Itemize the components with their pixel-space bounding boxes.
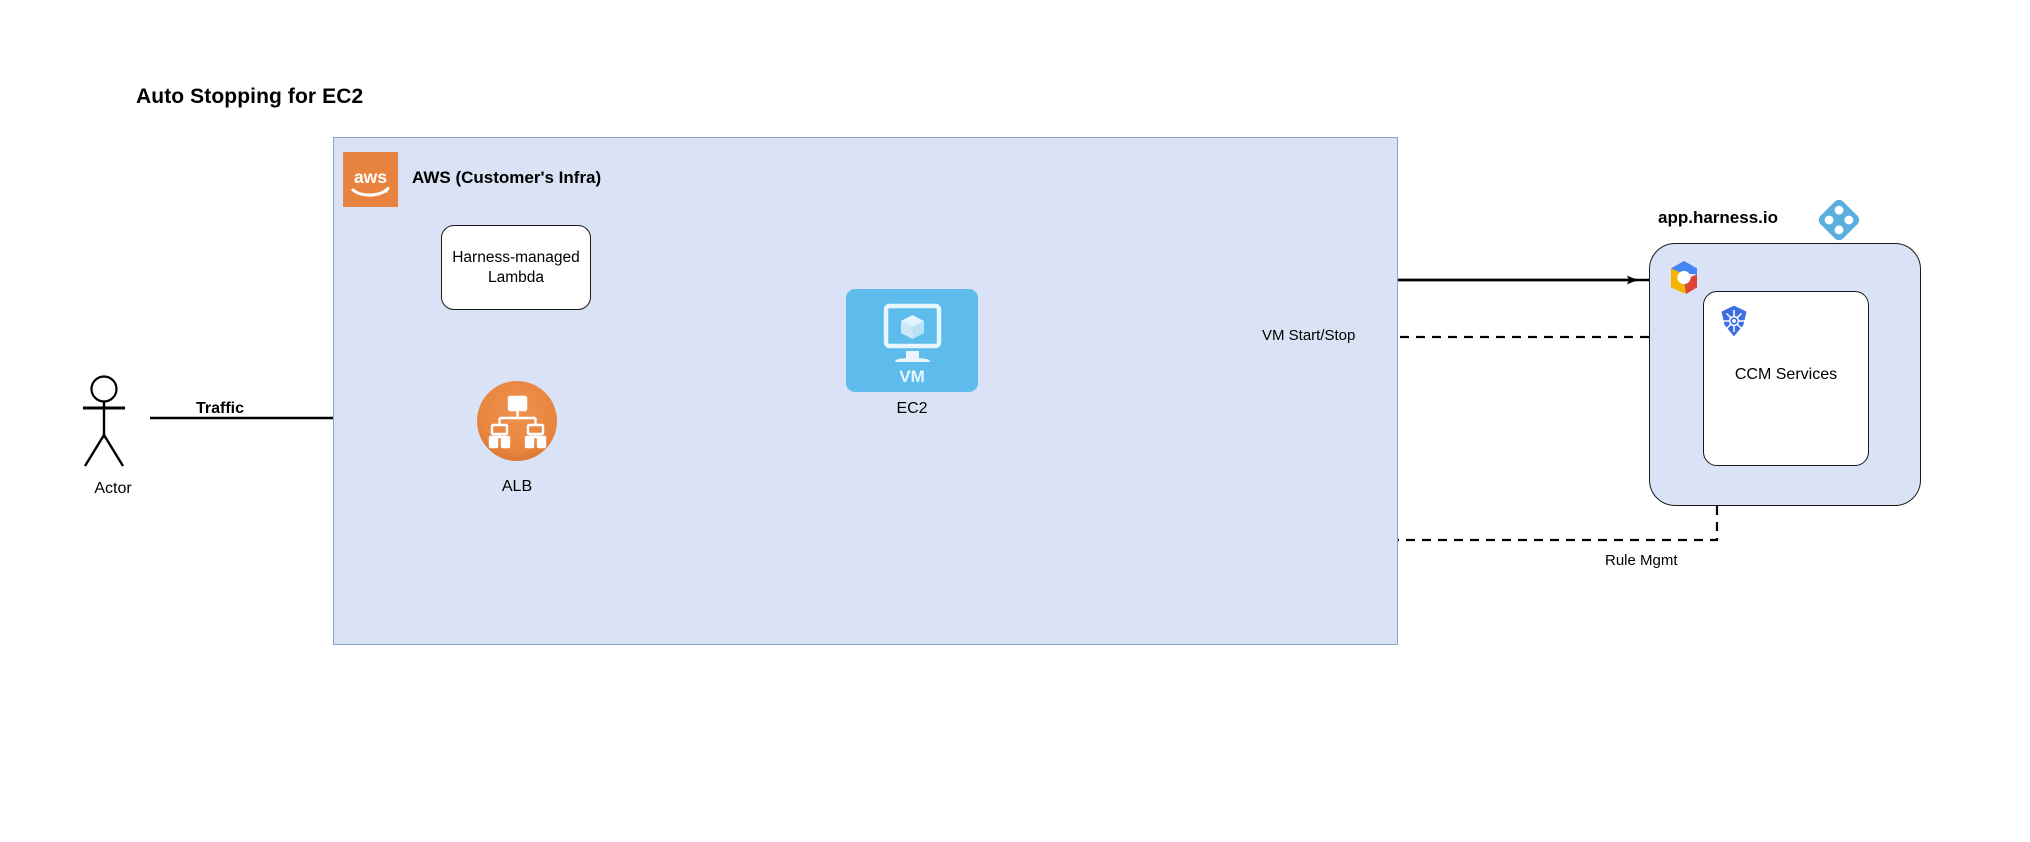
alb-label: ALB — [501, 478, 533, 495]
ec2-label: EC2 — [896, 400, 928, 417]
vm-monitor-icon[interactable]: VM — [846, 289, 978, 392]
aws-logo-icon: aws — [343, 152, 398, 207]
svg-text:VM: VM — [899, 367, 925, 386]
svg-text:aws: aws — [354, 167, 387, 187]
actor-label: Actor — [94, 480, 132, 497]
traffic-edge-label: Traffic — [196, 400, 245, 417]
kubernetes-logo-icon — [1717, 304, 1751, 338]
vm-start-stop-edge-label: VM Start/Stop — [1258, 327, 1360, 344]
gcp-hexagon-logo-icon — [1663, 257, 1705, 299]
harness-diamond-logo-icon — [1817, 198, 1861, 242]
ccm-services-label: CCM Services — [1734, 366, 1838, 383]
aws-container-label: AWS (Customer's Infra) — [412, 168, 602, 187]
lambda-label-line2: Lambda — [487, 268, 544, 286]
harness-managed-lambda-node[interactable]: Harness-managed Lambda — [441, 225, 591, 310]
harness-title: app.harness.io — [1658, 208, 1778, 227]
load-balancer-icon[interactable] — [477, 381, 557, 461]
actor-stick-figure-icon[interactable] — [78, 375, 148, 470]
page-title: Auto Stopping for EC2 — [136, 85, 364, 108]
lambda-label: Harness-managed Lambda — [446, 248, 586, 287]
lambda-label-line1: Harness-managed — [452, 249, 580, 267]
rule-mgmt-edge-label: Rule Mgmt — [1605, 552, 1678, 569]
